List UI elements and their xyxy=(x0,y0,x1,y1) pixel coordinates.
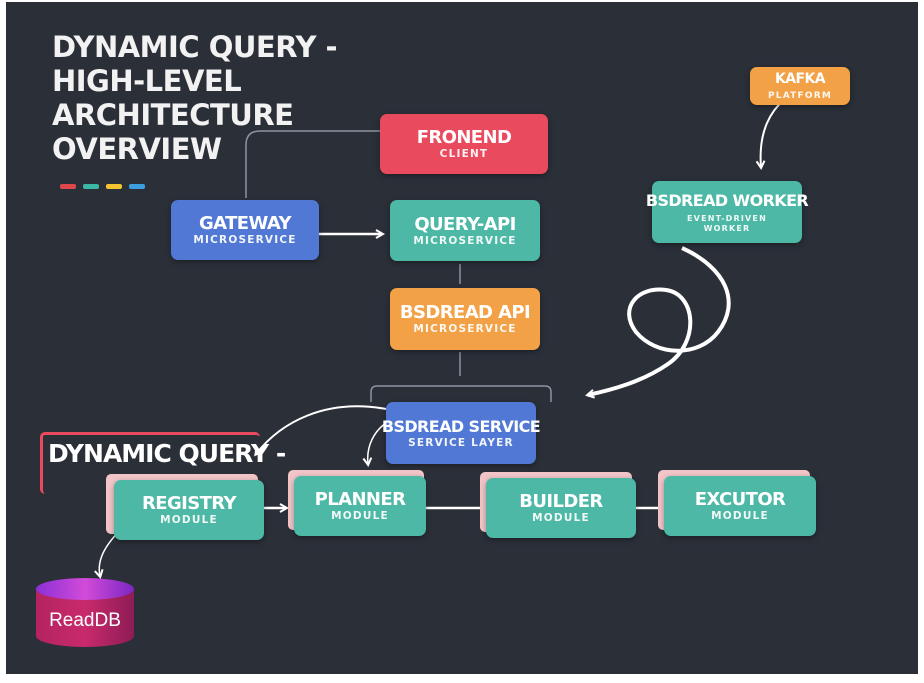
frontend-client-box: FRONEND CLIENT xyxy=(380,114,548,174)
accent-dash-yellow xyxy=(106,184,122,189)
bsdread-api-box: BSDREAD API MICROSERVICE xyxy=(390,288,540,350)
bsdread-service-sub: SERVICE LAYER xyxy=(408,437,514,449)
planner-label: PLANNER xyxy=(314,489,406,510)
bsdread-worker-sub-1: EVENT-DRIVEN xyxy=(687,214,767,223)
diagram-canvas: DYNAMIC QUERY - HIGH-LEVEL ARCHITECTURE … xyxy=(6,2,918,674)
kafka-label: KAFKA xyxy=(775,71,826,87)
database-cylinder-icon xyxy=(36,578,134,647)
title-line-3: ARCHITECTURE xyxy=(52,98,294,132)
accent-dash-red xyxy=(60,184,76,189)
bsdread-worker-box: BSDREAD WORKER EVENT-DRIVEN WORKER xyxy=(646,181,809,243)
accent-dashes xyxy=(60,184,145,189)
arrow-worker-service-loop xyxy=(588,246,731,395)
readdb-label: ReadDB xyxy=(49,610,121,631)
bsdread-worker-sub-2: WORKER xyxy=(703,224,751,233)
executor-sub: MODULE xyxy=(711,510,769,522)
dynamic-query-group-label: DYNAMIC QUERY - xyxy=(48,439,286,468)
planner-sub: MODULE xyxy=(331,510,389,522)
builder-label: BUILDER xyxy=(519,491,603,512)
builder-module-box: BUILDER MODULE xyxy=(486,478,636,538)
title-line-4: OVERVIEW xyxy=(52,132,222,166)
accent-dash-teal xyxy=(83,184,99,189)
bsdread-api-sub: MICROSERVICE xyxy=(413,323,517,335)
query-api-sub: MICROSERVICE xyxy=(413,234,517,247)
bsdread-service-box: BSDREAD SERVICE SERVICE LAYER xyxy=(382,402,541,464)
frontend-label: FRONEND xyxy=(416,127,512,148)
registry-module-box: REGISTRY MODULE xyxy=(114,480,264,540)
arrow-service-dynamicquery xyxy=(256,405,387,454)
gateway-label: GATEWAY xyxy=(199,213,292,234)
executor-label: EXCUTOR xyxy=(694,489,786,510)
registry-label: REGISTRY xyxy=(142,493,237,514)
arrow-kafka-worker xyxy=(761,99,785,167)
kafka-box: KAFKA PLATFORM xyxy=(750,67,850,105)
bsdread-service-label: BSDREAD SERVICE xyxy=(381,417,541,436)
diagram-title: DYNAMIC QUERY - HIGH-LEVEL ARCHITECTURE … xyxy=(52,30,338,166)
title-line-2: HIGH-LEVEL xyxy=(52,64,242,98)
executor-module-box: EXCUTOR MODULE xyxy=(664,476,816,536)
registry-sub: MODULE xyxy=(160,514,218,526)
query-api-label: QUERY-API xyxy=(414,213,516,235)
gateway-box: GATEWAY MICROSERVICE xyxy=(171,200,319,260)
bsdread-worker-label: BSDREAD WORKER xyxy=(645,191,809,210)
query-api-box: QUERY-API MICROSERVICE xyxy=(390,200,540,261)
builder-sub: MODULE xyxy=(532,512,590,524)
gateway-sub: MICROSERVICE xyxy=(193,234,297,246)
service-bracket xyxy=(370,385,552,402)
planner-module-box: PLANNER MODULE xyxy=(294,476,426,536)
dynamic-query-group-tab xyxy=(40,432,260,494)
bsdread-api-label: BSDREAD API xyxy=(399,302,531,323)
readdb-database: ReadDB xyxy=(34,576,136,648)
accent-dash-blue xyxy=(129,184,145,189)
frontend-sub: CLIENT xyxy=(439,148,489,160)
kafka-sub: PLATFORM xyxy=(767,91,833,101)
line-frontend-gateway xyxy=(245,130,380,198)
title-line-1: DYNAMIC QUERY - xyxy=(52,30,338,64)
